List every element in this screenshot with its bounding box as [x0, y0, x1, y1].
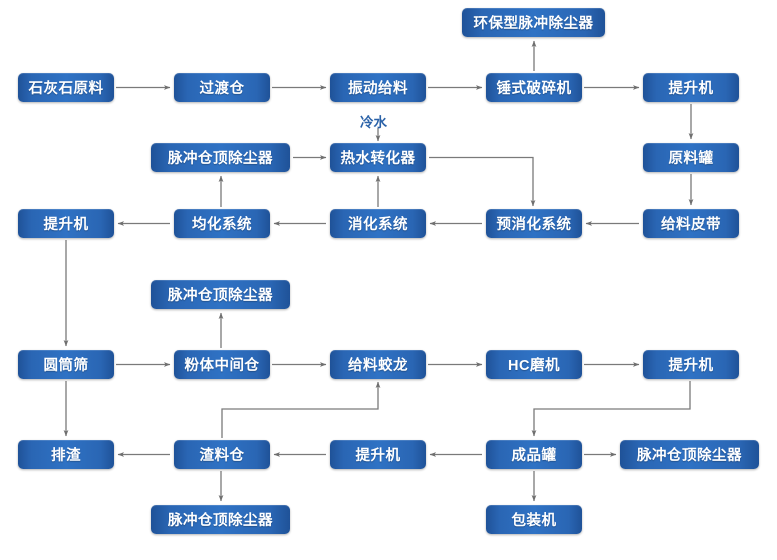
- node-pulse-bin-top-dust-collector-2[interactable]: 脉冲仓顶除尘器: [151, 280, 290, 309]
- node-label: 提升机: [355, 448, 401, 464]
- node-label: 脉冲仓顶除尘器: [637, 448, 742, 464]
- node-slag-bin[interactable]: 渣料仓: [174, 440, 270, 469]
- node-feeding-screw[interactable]: 给料蛟龙: [330, 350, 426, 379]
- node-label: 原料罐: [668, 151, 714, 167]
- node-label: 均化系统: [192, 217, 252, 233]
- node-raw-material-tank[interactable]: 原料罐: [643, 143, 739, 172]
- node-hot-water-converter[interactable]: 热水转化器: [330, 143, 426, 172]
- annotation-cold-water: 冷水: [360, 115, 387, 130]
- node-pulse-bin-top-dust-collector-4[interactable]: 脉冲仓顶除尘器: [151, 505, 290, 534]
- node-label: 预消化系统: [496, 217, 572, 233]
- node-label: 脉冲仓顶除尘器: [168, 513, 273, 529]
- node-label: 消化系统: [348, 217, 408, 233]
- node-label: 石灰石原料: [28, 81, 104, 97]
- edge-n8-n11: [429, 156, 536, 207]
- node-digestion-system[interactable]: 消化系统: [330, 209, 426, 238]
- node-eco-pulse-dust-collector[interactable]: 环保型脉冲除尘器: [462, 8, 605, 37]
- node-vibrating-feeder[interactable]: 振动给料: [330, 73, 426, 102]
- node-label: 成品罐: [511, 448, 557, 464]
- node-pulse-bin-top-dust-collector-3[interactable]: 脉冲仓顶除尘器: [620, 440, 759, 469]
- node-elevator-3[interactable]: 提升机: [643, 350, 739, 379]
- node-label: 过渡仓: [199, 81, 245, 97]
- edge-n20-n24: [531, 381, 691, 437]
- node-label: HC磨机: [508, 358, 560, 374]
- node-label: 包装机: [511, 513, 557, 529]
- node-feeding-belt[interactable]: 给料皮带: [643, 209, 739, 238]
- node-label: 振动给料: [348, 81, 408, 97]
- node-label: 热水转化器: [340, 151, 416, 167]
- node-homogenization-system[interactable]: 均化系统: [174, 209, 270, 238]
- node-hc-mill[interactable]: HC磨机: [486, 350, 582, 379]
- node-elevator-4[interactable]: 提升机: [330, 440, 426, 469]
- node-label: 提升机: [43, 217, 89, 233]
- node-label: 脉冲仓顶除尘器: [168, 151, 273, 167]
- node-drum-screen[interactable]: 圆筒筛: [18, 350, 114, 379]
- node-label: 给料皮带: [661, 217, 721, 233]
- node-elevator-2[interactable]: 提升机: [18, 209, 114, 238]
- node-label: 给料蛟龙: [348, 358, 408, 374]
- node-finished-product-tank[interactable]: 成品罐: [486, 440, 582, 469]
- node-label: 圆筒筛: [43, 358, 89, 374]
- edge-n22-n18: [221, 381, 381, 438]
- node-limestone-raw-material[interactable]: 石灰石原料: [18, 73, 114, 102]
- node-label: 提升机: [668, 358, 714, 374]
- node-label: 锤式破碎机: [496, 81, 572, 97]
- node-slag-discharge[interactable]: 排渣: [18, 440, 114, 469]
- node-elevator-1[interactable]: 提升机: [643, 73, 739, 102]
- node-label: 提升机: [668, 81, 714, 97]
- node-label: 脉冲仓顶除尘器: [168, 288, 273, 304]
- node-hammer-crusher[interactable]: 锤式破碎机: [486, 73, 582, 102]
- node-label: 渣料仓: [199, 448, 245, 464]
- node-pre-digestion-system[interactable]: 预消化系统: [486, 209, 582, 238]
- node-powder-intermediate-bin[interactable]: 粉体中间仓: [174, 350, 270, 379]
- node-transition-bin[interactable]: 过渡仓: [174, 73, 270, 102]
- node-pulse-bin-top-dust-collector-1[interactable]: 脉冲仓顶除尘器: [151, 143, 290, 172]
- node-label: 环保型脉冲除尘器: [473, 16, 594, 32]
- node-label: 粉体中间仓: [184, 358, 260, 374]
- node-label: 排渣: [51, 448, 81, 464]
- node-packing-machine[interactable]: 包装机: [486, 505, 582, 534]
